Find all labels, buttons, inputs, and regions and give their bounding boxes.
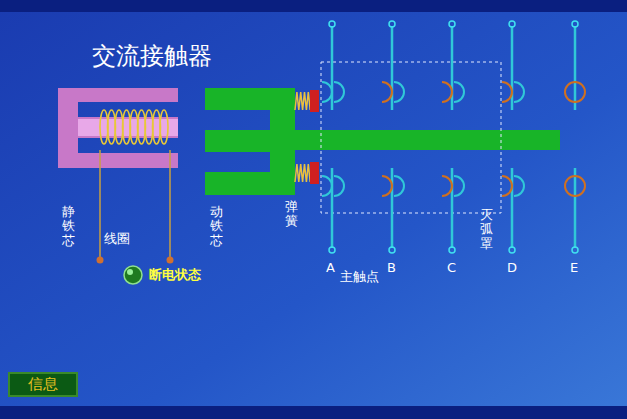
coil-winding	[160, 110, 168, 144]
arc-chute	[321, 62, 501, 213]
moving-core	[205, 88, 560, 195]
contact-arc	[394, 82, 404, 102]
contact-terminal	[389, 247, 395, 253]
lamp-highlight	[127, 269, 133, 275]
contact-rod	[451, 26, 454, 248]
spring	[295, 92, 310, 182]
spring-block	[310, 90, 319, 112]
part-label: 静铁芯	[62, 205, 75, 248]
part-label: 灭弧罩	[480, 208, 493, 251]
part-label: A	[326, 260, 335, 275]
part-label: E	[570, 260, 578, 275]
main-contacts	[322, 21, 585, 253]
contact-arc	[502, 176, 512, 196]
top-bar	[0, 0, 627, 12]
contact-terminal	[389, 21, 395, 27]
contact-terminal	[509, 21, 515, 27]
contact-terminal	[509, 247, 515, 253]
spring-coil	[295, 164, 310, 182]
part-label: 断电状态	[149, 266, 201, 284]
contact-arc	[394, 176, 404, 196]
contact-rod	[391, 26, 394, 248]
contact-arc	[514, 82, 524, 102]
info-button: 信息	[8, 372, 78, 397]
contact-rod	[331, 26, 334, 248]
part-label: 主触点	[340, 268, 379, 286]
contact-ring	[565, 176, 585, 196]
contact-arc	[322, 82, 332, 102]
contact-terminal	[449, 247, 455, 253]
part-label: 弹簧	[285, 200, 298, 229]
title: 交流接触器	[92, 40, 212, 72]
contact-terminal	[449, 21, 455, 27]
contact-arc	[322, 176, 332, 196]
part-label: B	[387, 260, 396, 275]
spring-coil	[295, 92, 310, 110]
contact-arc	[454, 176, 464, 196]
status-lamp	[124, 266, 142, 284]
part-label: 动铁芯	[210, 205, 223, 248]
contact-arc	[454, 82, 464, 102]
button-text: 信息	[28, 375, 58, 394]
contact-ring	[565, 82, 585, 102]
contact-arc	[382, 176, 392, 196]
spring-block	[310, 162, 319, 184]
contact-arc	[382, 82, 392, 102]
contact-terminal	[572, 21, 578, 27]
coil	[100, 110, 168, 144]
contact-arc	[502, 82, 512, 102]
contact-arc	[442, 176, 452, 196]
contact-terminal	[329, 247, 335, 253]
contact-rod	[511, 26, 514, 248]
static-core	[58, 88, 178, 168]
contact-arc	[334, 82, 344, 102]
contact-rod	[574, 26, 577, 248]
part-label: C	[447, 260, 456, 275]
contact-arc	[442, 82, 452, 102]
terminal	[97, 257, 104, 264]
bottom-bar	[0, 406, 627, 419]
coil-lead	[100, 150, 170, 258]
part-label: 线圈	[104, 230, 130, 248]
contact-terminal	[572, 247, 578, 253]
terminal	[167, 257, 174, 264]
contact-arc	[514, 176, 524, 196]
contact-terminal	[329, 21, 335, 27]
contact-arc	[334, 176, 344, 196]
part-label: D	[507, 260, 517, 275]
